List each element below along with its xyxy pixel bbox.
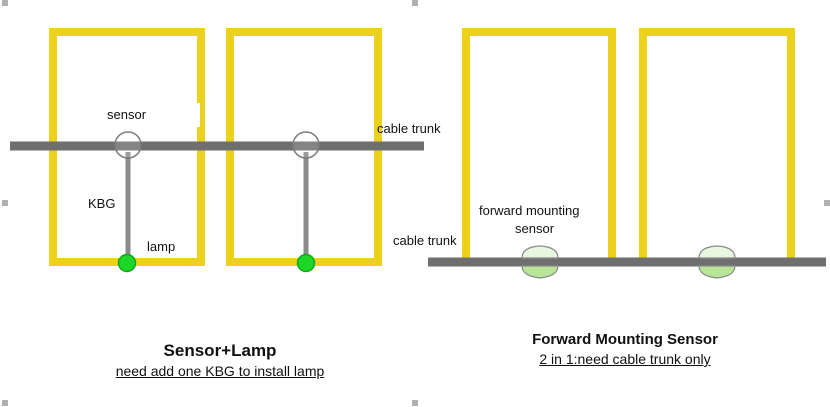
door-frame-right-2 (639, 28, 795, 266)
right-panel-subtitle: 2 in 1:need cable trunk only (539, 351, 711, 367)
cable-trunk-label-right: cable trunk (393, 233, 457, 248)
resize-handle-bottom-left[interactable] (2, 400, 8, 406)
resize-handle-top-middle[interactable] (412, 0, 418, 6)
sensor-circle-1 (114, 131, 142, 159)
resize-handle-top-left[interactable] (2, 0, 8, 6)
right-panel-title: Forward Mounting Sensor (532, 331, 718, 348)
left-panel-title: Sensor+Lamp (163, 341, 277, 360)
lamp-label-background (137, 234, 187, 256)
forward-sensor-label-background (474, 200, 594, 240)
lamp-dot-2 (296, 253, 316, 273)
forward-sensor-label-line2: sensor (515, 221, 555, 236)
lamp-label: lamp (147, 239, 176, 254)
forward-mounting-sensor-2 (698, 245, 736, 279)
forward-mounting-sensor-1 (521, 245, 559, 279)
sensor-label: sensor (107, 107, 147, 122)
lamp-dot-1 (117, 253, 137, 273)
resize-handle-bottom-middle[interactable] (412, 400, 418, 406)
left-panel-subtitle: need add one KBG to install lamp (115, 363, 325, 379)
resize-handle-left-middle[interactable] (2, 200, 8, 206)
kbg-label: KBG (88, 196, 116, 211)
resize-handle-right-middle[interactable] (824, 200, 830, 206)
cable-trunk-label-left: cable trunk (377, 121, 441, 136)
sensor-circle-2 (292, 131, 320, 159)
sensor-label-background (58, 103, 200, 127)
forward-sensor-label-line1: forward mounting (479, 203, 580, 218)
